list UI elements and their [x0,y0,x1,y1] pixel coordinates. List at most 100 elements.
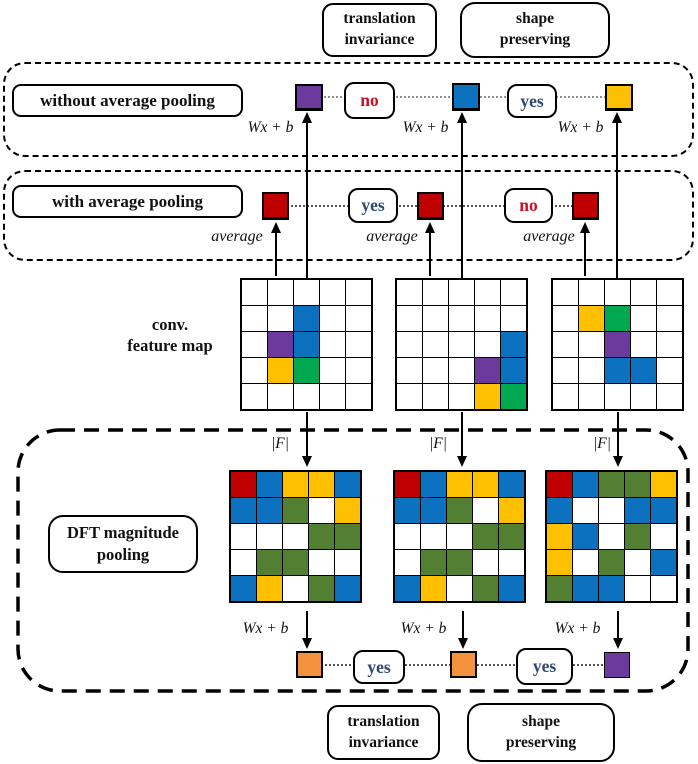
arrow-shaft [428,233,432,276]
grid-cell [631,358,656,383]
grid-cell [473,498,498,523]
grid-cell [309,576,334,601]
grid-cell [242,358,267,383]
arrow-down-f-1 [302,412,313,467]
grid-cell [605,358,630,383]
grid-cell [631,332,656,357]
grid-cell [257,498,282,523]
average-label-3: average [523,228,575,245]
grid-cell [599,472,624,497]
grid-cell [346,358,371,383]
result-square-yellow [605,84,633,111]
verdict-no-text: no [360,90,379,110]
grid-cell [625,498,650,523]
arrow-shaft [615,123,619,278]
dft-magnitude-grid-3 [545,470,678,603]
grid-cell [423,280,448,305]
arrow-up-long-1 [302,112,313,278]
grid-cell [346,384,371,409]
verdict-chip-no-row1: no [344,82,395,119]
grid-cell [657,280,682,305]
grid-cell [320,306,345,331]
grid-cell [475,384,500,409]
f-magnitude-label-1: |F| [271,435,289,452]
f-magnitude-label-2: |F| [429,435,447,452]
arrowhead-up [612,112,622,123]
average-square-red-1 [262,192,289,220]
grid-cell [395,498,420,523]
wxb-label-3: Wx + b [557,119,604,136]
grid-cell [320,332,345,357]
grid-cell [657,384,682,409]
arrow-down-f-2 [457,412,468,467]
grid-cell [625,524,650,549]
grid-cell [605,384,630,409]
result-square-purple [295,84,323,111]
grid-cell [231,472,256,497]
grid-cell [397,358,422,383]
grid-cell [395,524,420,549]
dft-magnitude-grid-1 [229,470,362,603]
grid-cell [501,306,526,331]
grid-cell [651,472,676,497]
arrow-up-long-3 [612,112,623,278]
conv-label-line2: feature map [127,335,213,355]
grid-cell [449,384,474,409]
grid-cell [309,550,334,575]
grid-cell [651,524,676,549]
grid-cell [283,472,308,497]
dft-result-square-orange-2 [450,651,477,678]
grid-cell [573,498,598,523]
grid-cell [421,472,446,497]
verdict-chip-no-row2: no [504,188,553,223]
grid-cell [309,498,334,523]
shape-preserving-line1: shape [522,712,560,730]
grid-cell [573,576,598,601]
grid-cell [447,498,472,523]
grid-cell [599,576,624,601]
arrowhead-down [457,456,467,467]
grid-cell [625,576,650,601]
grid-cell [283,550,308,575]
arrow-up-average-2 [425,222,436,276]
grid-cell [499,576,524,601]
grid-cell [473,576,498,601]
verdict-yes-text: yes [532,656,557,676]
average-label-1: average [211,228,263,245]
translation-invariance-line1: translation [347,712,420,730]
grid-cell [335,576,360,601]
grid-cell [631,384,656,409]
shape-preserving-line2: preserving [505,733,577,751]
verdict-chip-yes-row3-b: yes [516,648,573,685]
grid-cell [283,498,308,523]
arrow-shaft [583,233,587,276]
grid-cell [421,576,446,601]
verdict-yes-text: yes [367,656,391,677]
arrowhead-up [580,222,590,233]
grid-cell [651,498,676,523]
grid-cell [579,358,604,383]
grid-cell [449,280,474,305]
grid-cell [242,384,267,409]
grid-cell [268,306,293,331]
grid-cell [449,306,474,331]
shape-preserving-box-bottom: shape preserving [467,703,615,762]
grid-cell [395,576,420,601]
grid-cell [335,472,360,497]
arrow-shaft [616,412,620,456]
grid-cell [547,498,572,523]
grid-cell [579,332,604,357]
grid-cell [283,524,308,549]
grid-cell [475,358,500,383]
grid-cell [231,498,256,523]
grid-cell [268,332,293,357]
arrow-down-wxb-2 [458,611,469,649]
grid-cell [553,332,578,357]
grid-cell [231,550,256,575]
grid-cell [473,524,498,549]
arrow-shaft [461,611,465,638]
grid-cell [501,384,526,409]
grid-cell [423,306,448,331]
grid-cell [547,576,572,601]
shape-preserving-line1: shape [516,10,554,28]
